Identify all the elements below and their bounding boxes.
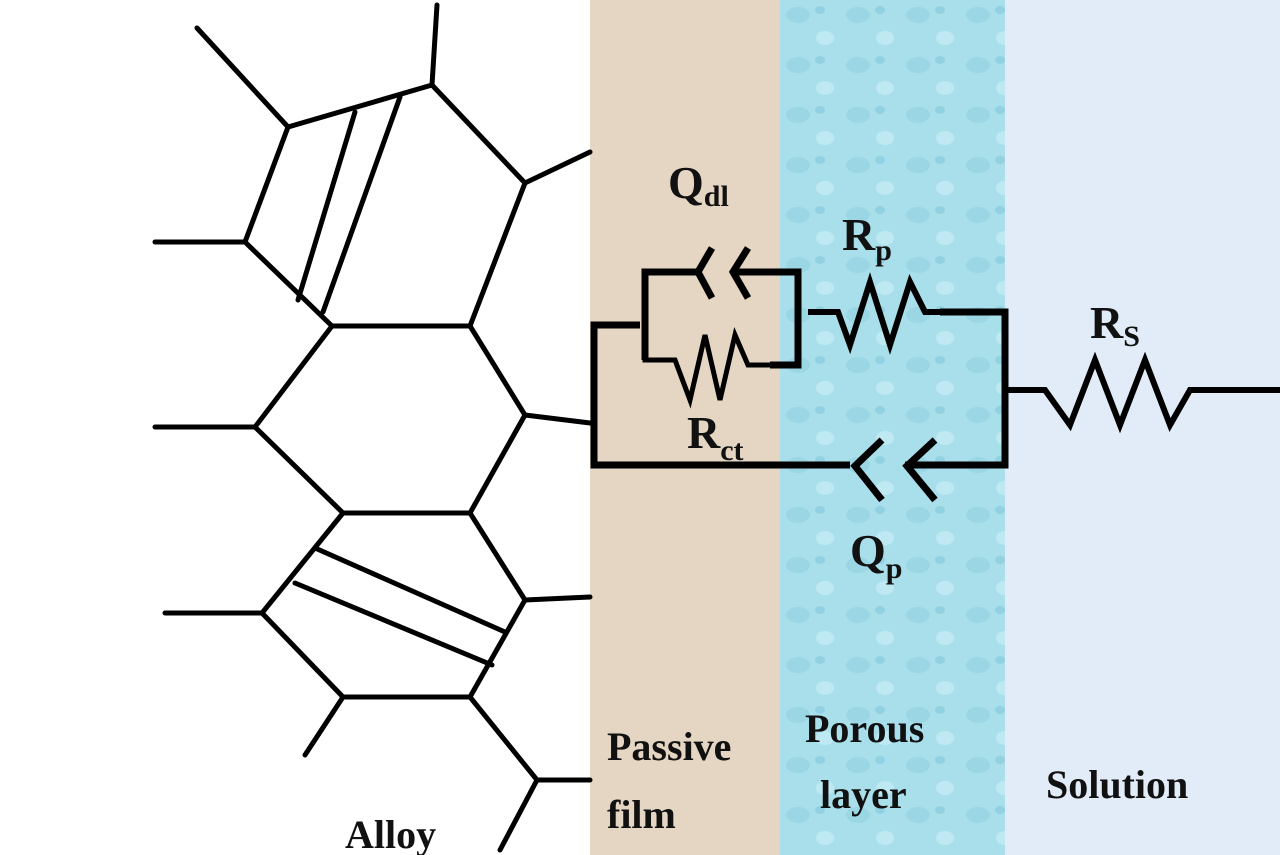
label-rp: Rp bbox=[842, 209, 892, 267]
label-solution: Solution bbox=[1046, 762, 1188, 807]
label-rs: RS bbox=[1090, 297, 1140, 353]
label-layer: layer bbox=[820, 772, 907, 817]
label-passive: Passive bbox=[607, 724, 731, 769]
alloy-grain-structure bbox=[152, 2, 593, 853]
circuit bbox=[590, 246, 1280, 503]
solution-region bbox=[1005, 0, 1280, 855]
passive-film-region bbox=[590, 0, 780, 855]
water-drops-texture bbox=[780, 0, 1005, 855]
label-rct: Rct bbox=[687, 407, 744, 467]
rct-resistor-icon bbox=[642, 327, 770, 409]
qp-capacitor-icon bbox=[850, 437, 938, 503]
label-qp: Qp bbox=[850, 525, 902, 585]
label-porous: Porous bbox=[805, 706, 924, 751]
rs-resistor-icon bbox=[1005, 351, 1280, 434]
rp-resistor-icon bbox=[808, 272, 940, 355]
label-alloy: Alloy bbox=[345, 812, 436, 855]
label-qdl: Qdl bbox=[668, 157, 729, 213]
label-film: film bbox=[607, 792, 676, 837]
wire-left bbox=[590, 321, 850, 469]
